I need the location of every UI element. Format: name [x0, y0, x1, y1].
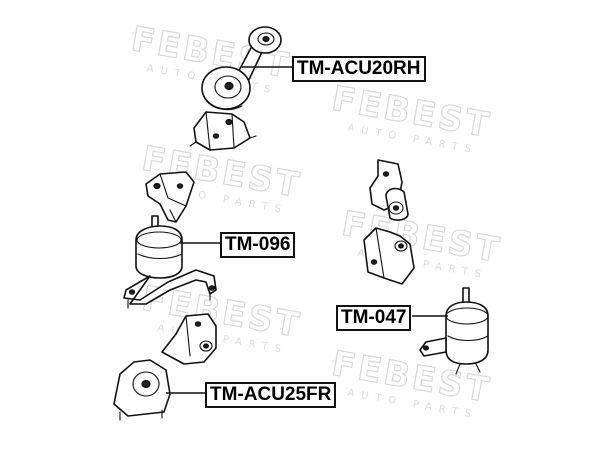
label-tm-acu25fr: TM-ACU25FR [205, 382, 337, 408]
part-torque-rod [201, 26, 282, 111]
label-tm-047: TM-047 [336, 305, 412, 331]
part-096-bracket [145, 171, 195, 223]
label-tm-acu20rh: TM-ACU20RH [292, 56, 426, 82]
part-fr-mount [113, 359, 171, 421]
watermark-2: FEBEST AUTO PARTS [328, 78, 495, 156]
part-096-mount [123, 215, 217, 309]
label-tm-096: TM-096 [220, 232, 296, 258]
part-047-bracket [369, 159, 409, 221]
watermark-4: FEBEST AUTO PARTS [338, 203, 505, 281]
part-fr-bracket [161, 313, 217, 365]
part-rh-bracket [189, 111, 257, 151]
part-047-mount [419, 287, 489, 375]
part-047-lower-bracket [363, 227, 415, 285]
